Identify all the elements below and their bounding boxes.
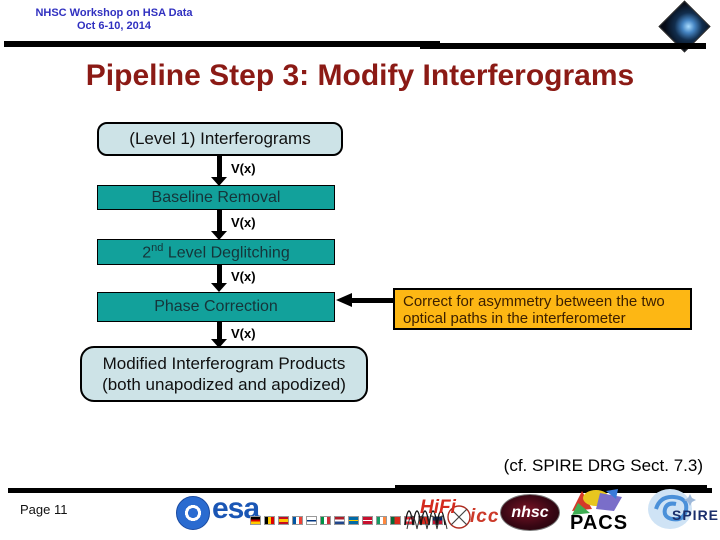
pacs-logo-text: PACS	[570, 512, 629, 534]
spire-swirl-icon	[646, 486, 698, 537]
flow-box-label: Phase Correction	[154, 298, 278, 315]
hifi-wave-icon	[403, 495, 491, 538]
down-arrowhead-icon	[211, 231, 227, 240]
flow-box-label: Baseline Removal	[151, 188, 281, 206]
hifi-logo-text: HiFi	[420, 497, 456, 518]
flow-box-phase-correction: Phase Correction	[97, 292, 335, 322]
down-arrow	[217, 265, 222, 283]
nhsc-logo: nhsc	[500, 494, 560, 531]
flow-box-label: 2nd Level Deglitching	[142, 241, 290, 262]
down-arrow	[217, 322, 222, 339]
down-arrowhead-icon	[211, 283, 227, 292]
nhsc-logo-text: nhsc	[511, 503, 549, 521]
down-arrow	[217, 210, 222, 231]
signal-label-vx: V(x)	[231, 161, 256, 176]
flow-box-level1-interferograms: (Level 1) Interferograms	[97, 122, 343, 156]
header-divider-segment	[420, 43, 706, 49]
signal-label-vx: V(x)	[231, 269, 256, 284]
callout-note: Correct for asymmetry between the two op…	[393, 288, 692, 330]
header-block: NHSC Workshop on HSA Data Oct 6-10, 2014	[14, 7, 214, 33]
page-title: Pipeline Step 3: Modify Interferograms	[85, 59, 635, 92]
callout-arrow	[352, 298, 394, 303]
workshop-date: Oct 6-10, 2014	[77, 20, 151, 32]
callout-line1: Correct for asymmetry between the two	[403, 293, 665, 310]
flow-box-2nd-level-deglitching: 2nd Level Deglitching	[97, 239, 335, 265]
flow-box-baseline-removal: Baseline Removal	[97, 185, 335, 210]
down-arrowhead-icon	[211, 339, 227, 348]
pacs-art-icon	[566, 487, 628, 522]
down-arrow	[217, 156, 222, 177]
footer-divider-segment	[395, 485, 707, 490]
signal-label-vx: V(x)	[231, 326, 256, 341]
page-number: Page 11	[20, 502, 68, 517]
flow-box-label-line2: (both unapodized and apodized)	[102, 375, 346, 394]
left-arrowhead-icon	[336, 293, 352, 307]
flow-box-label-line1: Modified Interferogram Products	[102, 354, 346, 373]
esa-logo-icon	[176, 496, 210, 530]
spire-logo-text: SPIRE	[672, 507, 720, 523]
icc-logo-text: icc	[470, 506, 500, 527]
signal-label-vx: V(x)	[231, 215, 256, 230]
footer-divider	[8, 488, 712, 493]
flow-box-modified-products: Modified Interferogram Products (both un…	[80, 346, 368, 402]
reference-note: (cf. SPIRE DRG Sect. 7.3)	[503, 456, 703, 475]
header-divider	[4, 41, 440, 47]
callout-line2: optical paths in the interferometer	[403, 310, 626, 327]
flow-box-label: (Level 1) Interferograms	[129, 129, 311, 148]
down-arrowhead-icon	[211, 177, 227, 186]
workshop-title: NHSC Workshop on HSA Data	[35, 7, 193, 19]
